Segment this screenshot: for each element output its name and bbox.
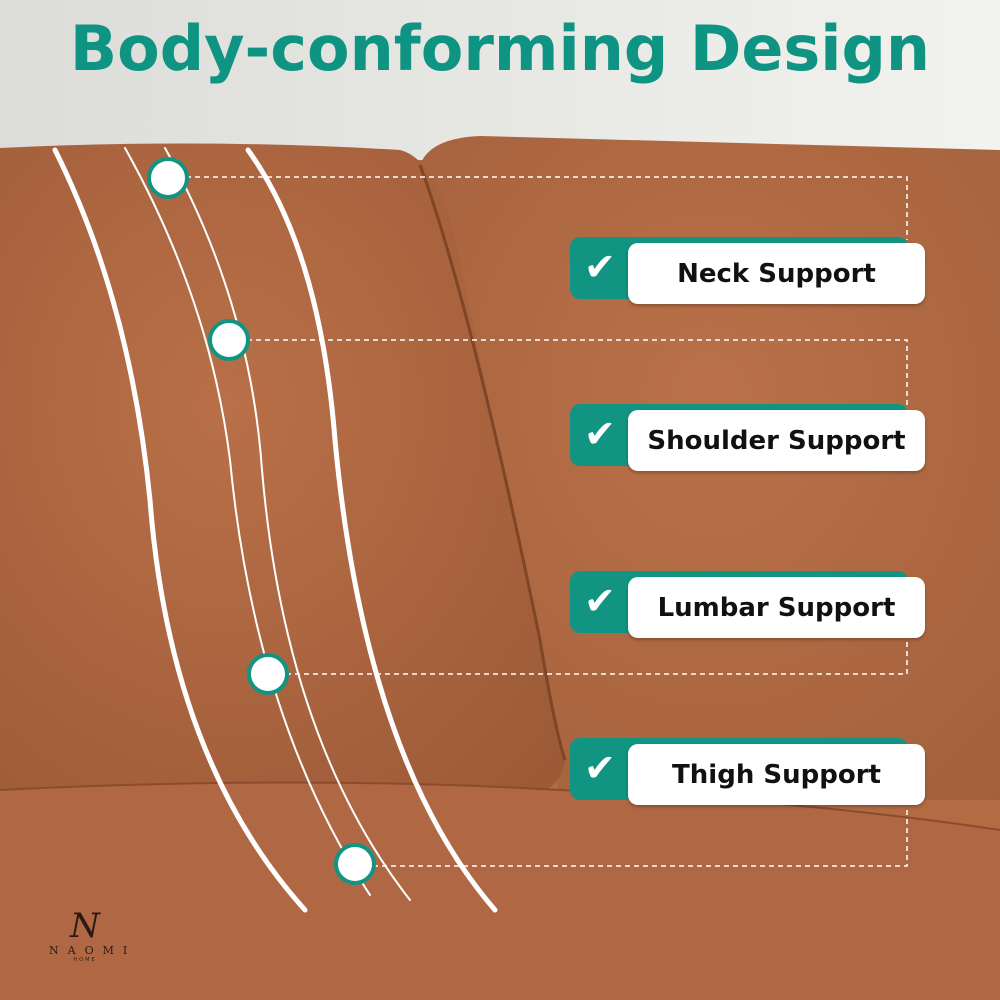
thigh-point-marker bbox=[334, 843, 376, 885]
brand-logo: N NAOMI HOME bbox=[40, 908, 130, 963]
feature-badge-neck: ✔ Neck Support bbox=[570, 237, 925, 304]
left-back-cushion bbox=[0, 143, 565, 801]
check-icon: ✔ bbox=[584, 412, 616, 456]
logo-sub: HOME bbox=[73, 957, 97, 963]
logo-mark: N bbox=[70, 906, 100, 946]
page-title: Body-conforming Design bbox=[69, 12, 931, 85]
seat-cushion bbox=[0, 782, 1000, 1000]
feature-label: Lumbar Support bbox=[628, 577, 925, 638]
lumbar-point-marker bbox=[247, 653, 289, 695]
wall-background bbox=[0, 0, 1000, 160]
neck-point-marker bbox=[147, 157, 189, 199]
check-icon: ✔ bbox=[584, 579, 616, 623]
feature-badge-thigh: ✔ Thigh Support bbox=[570, 738, 925, 805]
feature-label: Shoulder Support bbox=[628, 410, 925, 471]
feature-label: Neck Support bbox=[628, 243, 925, 304]
body-curves bbox=[52, 147, 498, 913]
feature-badge-shoulder: ✔ Shoulder Support bbox=[570, 404, 925, 471]
logo-name: NAOMI bbox=[49, 944, 137, 957]
feature-label: Thigh Support bbox=[628, 744, 925, 805]
connector-lines bbox=[168, 176, 908, 867]
check-icon: ✔ bbox=[584, 245, 616, 289]
check-icon: ✔ bbox=[584, 746, 616, 790]
shoulder-point-marker bbox=[208, 319, 250, 361]
feature-badge-lumbar: ✔ Lumbar Support bbox=[570, 571, 925, 638]
